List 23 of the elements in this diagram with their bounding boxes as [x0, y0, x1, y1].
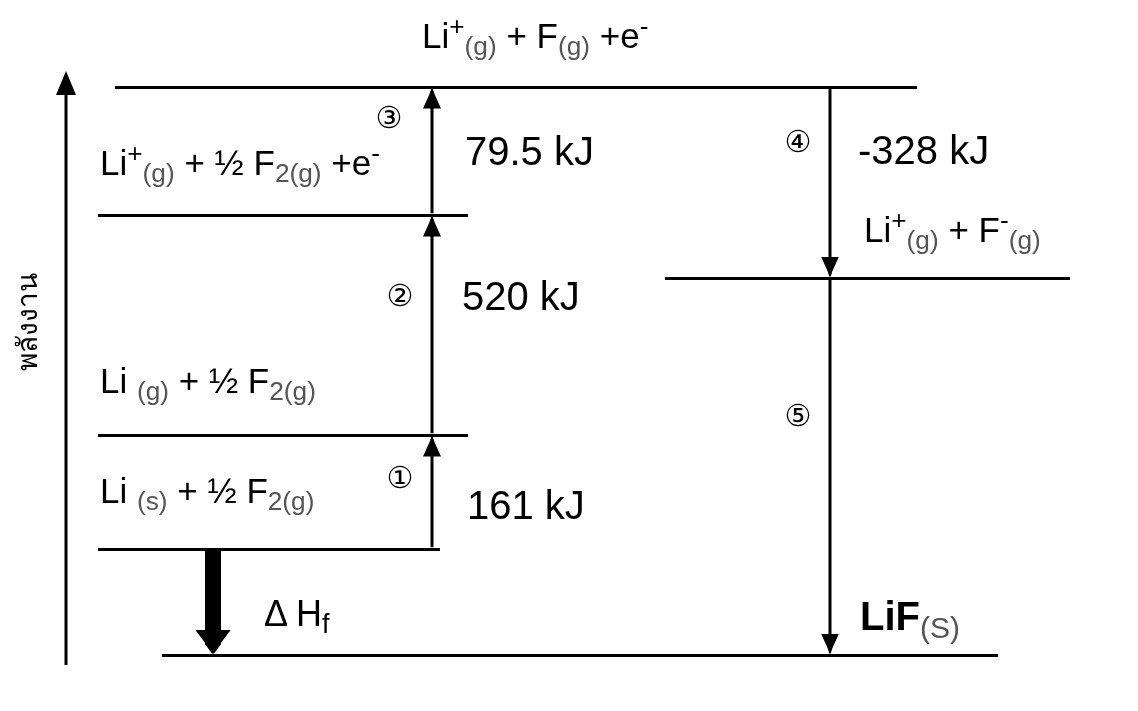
energy-level-line — [98, 213, 468, 217]
species-label: Li $_{(g)}$ + ½ F$_{2(g)}$ — [100, 362, 316, 408]
energy-level-line — [162, 653, 998, 657]
step-number: ① — [386, 463, 414, 493]
energy-level-line — [665, 276, 1070, 280]
species-label: LiF$_{(S)}$ — [860, 594, 960, 645]
arrow — [423, 88, 441, 214]
species-label: Li$^{+}$$_{(g)}$ + ½ F$_{2(g)}$ +e$^{-}$ — [100, 144, 380, 190]
arrow — [423, 436, 441, 548]
arrow — [423, 216, 441, 434]
arrow — [821, 88, 839, 277]
arrow — [821, 279, 839, 654]
energy-level-line — [98, 433, 468, 437]
species-label: Li$^{+}$$_{(g)}$ + F$_{(g)}$ +e$^{-}$ — [422, 17, 649, 63]
energy-level-line — [115, 85, 917, 89]
species-label: Li $_{(s)}$ + ½ F$_{2(g)}$ — [100, 472, 315, 518]
step-number: ③ — [375, 103, 403, 133]
axis-label: พลังงาน — [14, 273, 42, 371]
thick-arrow — [195, 550, 231, 654]
step-number: ② — [386, 281, 414, 311]
step-number: ⑤ — [784, 401, 812, 431]
step-number: ④ — [784, 127, 812, 157]
energy-level-line — [98, 547, 440, 551]
